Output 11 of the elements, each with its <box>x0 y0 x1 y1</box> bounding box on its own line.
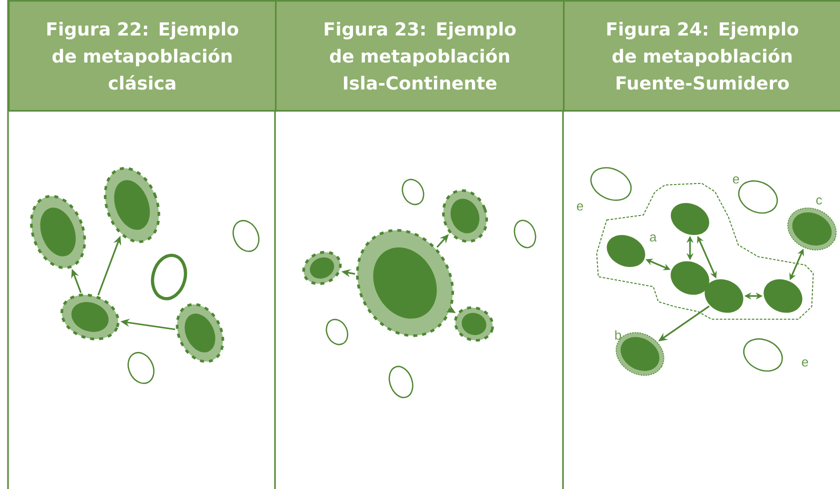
header-band: Figura 22: Ejemplo de metapoblación clásica <box>8 0 277 112</box>
patch-label: a <box>650 234 657 242</box>
patch-label: e <box>802 359 808 367</box>
patch-label: e <box>576 203 584 211</box>
patch-label: b <box>615 330 622 340</box>
header-band: Figura 23: Ejemplo de metapoblación Isla-Continente <box>275 0 565 112</box>
patch-label: e <box>732 176 740 184</box>
header-band: Figura 24: Ejemplo de metapoblación Fuente-Sumidero <box>563 0 840 112</box>
patch-label: c <box>816 197 822 205</box>
patch-ellipse <box>787 208 837 250</box>
patch-ellipse <box>454 306 494 342</box>
